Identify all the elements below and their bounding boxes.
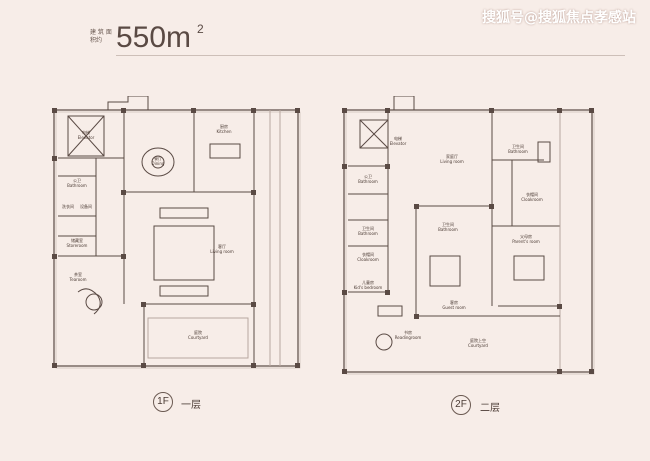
f2-guest-en: Guest room [442,305,465,310]
f2-closet-en: Cloakroom [521,197,543,202]
floor-2f-badge: 2F [451,395,471,415]
f2-bath-master-en: Bathroom [508,149,528,154]
area-unit: 2 [197,22,204,36]
f1-tea-cn: 茶室 [74,271,82,277]
f2-living-en: Living room [440,159,464,164]
f1-living-cn: 客厅 [218,243,226,249]
f1-bathroom-en: Bathroom [67,183,87,188]
f2-public-bath-cn: 公卫 [364,174,372,179]
f2-bath-master-cn: 卫生间 [512,143,524,149]
f2-courtyard-en: Courtyard [468,343,488,348]
f2-guest-cn: 客房 [450,299,458,305]
area-label: 建 筑 面积约 [90,29,112,44]
f1-living-en: Living room [210,249,234,254]
f2-reading-cn: 书房 [404,329,412,335]
f1-kitchen-cn: 厨房 [220,123,228,129]
f2-cloak-en: Cloakroom [357,257,379,262]
f1-elevator-en: Elevator [78,135,95,140]
floor-plan-2f: 电梯 Elevator 家庭厅 Living room 卫生间 Bathroom… [342,96,595,375]
f2-elevator-en: Elevator [390,141,407,146]
floor-plan-1f: 电梯 Elevator 厨房 Kitchen 餐厅 Dining 公卫 Bath… [52,96,301,369]
f2-kids-cn: 儿童房 [362,279,374,285]
f1-small-b: 设备间 [80,203,92,209]
floor-2f-name: 二层 [480,403,500,414]
watermark: 搜狐号@搜狐焦点孝感站 [482,10,636,26]
f2-elevator-cn: 电梯 [394,135,402,141]
f1-courtyard-cn: 庭院 [194,329,202,335]
f2-bath-a-en: Bathroom [358,231,378,236]
f2-bath-a-cn: 卫生间 [362,225,374,231]
f1-bathroom-cn: 公卫 [73,178,81,183]
header-divider [116,55,625,56]
area-value: 550m [116,21,192,54]
f1-courtyard-en: Courtyard [188,335,208,340]
f1-storage-en: Storeroom [67,243,88,248]
f2-closet-cn: 衣帽间 [526,191,538,197]
f1-elevator-cn: 电梯 [82,129,90,135]
floor-1f-name: 一层 [181,400,201,411]
f2-cloak-cn: 衣帽间 [362,251,374,257]
header: 建 筑 面积约 550m 2 搜狐号@搜狐焦点孝感站 [0,0,650,60]
f2-reading-en: Readingroom [395,335,422,340]
f2-parents-en: Parent's room [512,239,540,244]
floor-1f-badge: 1F [153,392,173,412]
f2-living-cn: 家庭厅 [446,153,458,159]
f1-small-a: 洗衣间 [62,203,74,209]
f2-courtyard-cn: 庭院上空 [470,337,486,343]
f1-dining-en: Dining [152,161,165,166]
f1-kitchen-en: Kitchen [216,129,231,134]
f2-bath-b-en: Bathroom [438,227,458,232]
f2-parents-cn: 父母房 [520,233,532,239]
f2-bath-b-cn: 卫生间 [442,221,454,227]
f1-dining-cn: 餐厅 [154,155,162,161]
f2-kids-en: Kid's bedroom [354,285,383,290]
f1-tea-en: Tearoom [68,277,86,282]
f1-storage-cn: 储藏室 [71,237,83,243]
f2-public-bath-en: Bathroom [358,179,378,184]
